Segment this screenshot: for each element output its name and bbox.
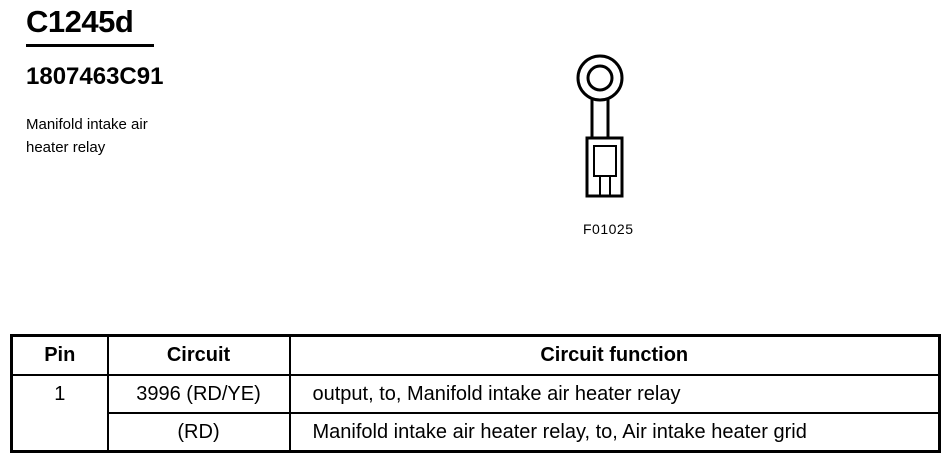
circuit-cell: 3996 (RD/YE) [106, 374, 291, 414]
circuit-function-cell: output, to, Manifold intake air heater r… [288, 374, 941, 414]
circuit-cell: (RD) [106, 412, 291, 453]
header-pin: Pin [10, 334, 109, 376]
ring-terminal-icon [576, 54, 624, 198]
figure-code: F01025 [583, 221, 634, 237]
table-row: 1 3996 (RD/YE) output, to, Manifold inta… [10, 374, 941, 453]
description-line: Manifold intake air [26, 116, 148, 133]
connector-id-underline [26, 44, 154, 47]
header-circuit-function: Circuit function [288, 334, 941, 376]
circuit-function-cell: Manifold intake air heater relay, to, Ai… [288, 412, 941, 453]
connector-description: Manifold intake air heater relay [26, 113, 196, 159]
header-circuit: Circuit [106, 334, 291, 376]
table-row: (RD) Manifold intake air heater relay, t… [12, 412, 941, 453]
part-number: 1807463C91 [26, 63, 164, 90]
pin-number-cell: 1 [10, 374, 109, 453]
table-header-row: Pin Circuit Circuit function [10, 334, 941, 376]
pinout-table: Pin Circuit Circuit function 1 3996 (RD/… [10, 334, 941, 453]
connector-id: C1245d [26, 4, 134, 39]
description-line: heater relay [26, 139, 106, 156]
